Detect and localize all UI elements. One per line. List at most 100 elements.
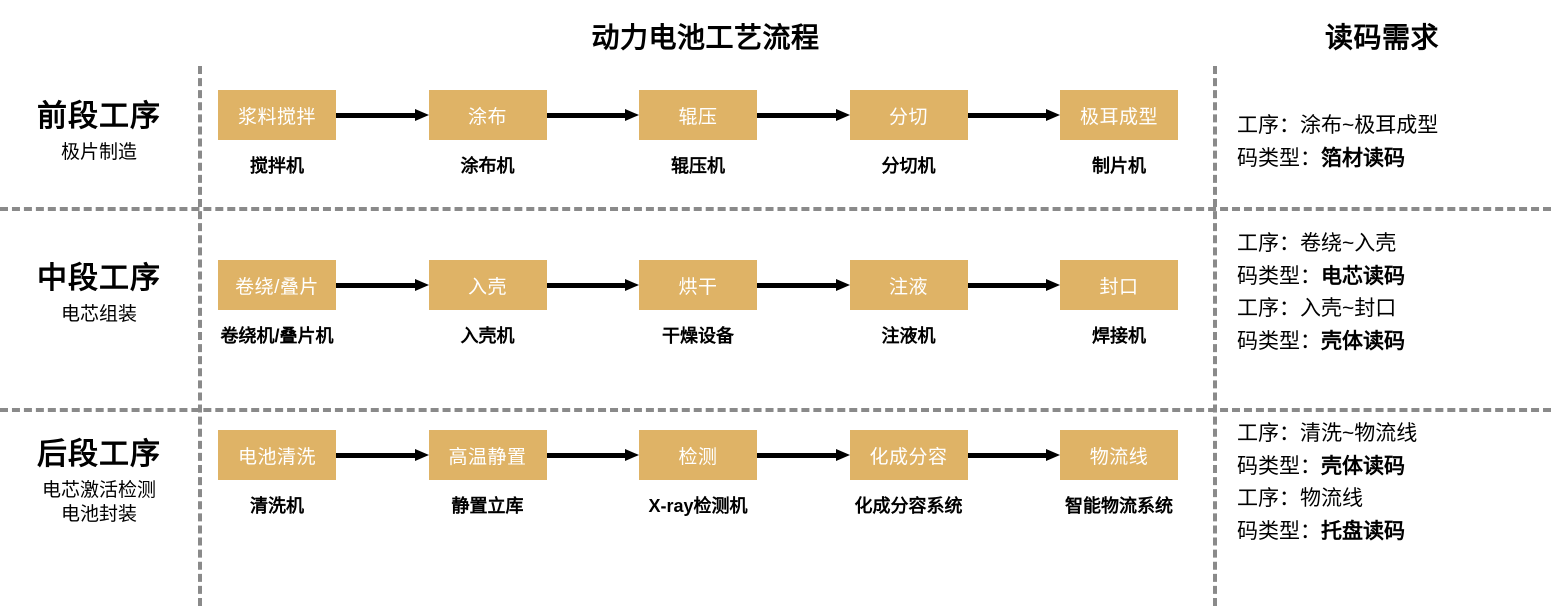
stage-subtitle: 极片制造 [60, 141, 137, 163]
process-node-machine: 静置立库 [451, 496, 524, 516]
process-node[interactable]: 化成分容 化成分容系统 [849, 430, 968, 518]
requirement-code-line: 码类型：壳体读码 [1237, 326, 1547, 359]
requirement-process-value: 入壳~封口 [1300, 297, 1397, 321]
vertical-divider-right [1213, 66, 1217, 606]
requirement-code-label: 码类型： [1237, 329, 1321, 353]
process-node-machine: 干燥设备 [662, 326, 734, 346]
stage-title: 中段工序 [37, 262, 161, 295]
flow-arrow [967, 279, 1060, 291]
process-node-label: 检测 [639, 430, 757, 480]
process-node-machine: 入壳机 [460, 326, 515, 346]
vertical-divider-left [198, 66, 202, 606]
process-node-label: 烘干 [639, 260, 757, 310]
requirement-code-line: 码类型：箔材读码 [1237, 143, 1547, 176]
process-node-machine: 涂布机 [460, 156, 515, 176]
requirement-process-label: 工序： [1237, 297, 1300, 321]
process-node-label: 注液 [849, 260, 968, 310]
process-node[interactable]: 检测 X-ray检测机 [639, 430, 757, 518]
requirement-process-value: 卷绕~入壳 [1300, 232, 1397, 255]
flow-arrow [546, 449, 639, 461]
process-node-label: 入壳 [428, 260, 547, 310]
requirement-code-value: 电芯读码 [1321, 264, 1405, 288]
requirement-process-line: 工序：涂布~极耳成型 [1237, 110, 1547, 143]
flow-arrow [336, 279, 429, 291]
process-node-machine: 焊接机 [1092, 326, 1146, 346]
process-node-label: 化成分容 [849, 430, 968, 480]
process-node[interactable]: 封口 焊接机 [1060, 260, 1178, 348]
requirement-code-label: 码类型： [1237, 146, 1321, 170]
flow-arrow [546, 109, 639, 121]
requirement-process-label: 工序： [1237, 232, 1300, 255]
requirement-code-line: 码类型：托盘读码 [1237, 516, 1547, 549]
process-node-label: 卷绕/叠片 [218, 260, 336, 310]
stage-label-back: 后段工序 电芯激活检测 电池封装 [0, 438, 198, 527]
process-node-machine: 卷绕机/叠片机 [220, 326, 334, 346]
process-node-label: 分切 [849, 90, 968, 140]
process-node[interactable]: 烘干 干燥设备 [639, 260, 757, 348]
requirement-block-middle: 工序：卷绕~入壳 码类型：电芯读码 工序：入壳~封口 码类型：壳体读码 [1237, 228, 1547, 358]
process-node[interactable]: 涂布 涂布机 [428, 90, 547, 178]
requirement-code-label: 码类型： [1237, 519, 1321, 543]
flow-arrow [336, 449, 429, 461]
flow-arrow [757, 109, 850, 121]
process-node-machine: 搅拌机 [250, 156, 304, 176]
process-node[interactable]: 卷绕/叠片 卷绕机/叠片机 [218, 260, 336, 348]
requirement-process-value: 物流线 [1300, 487, 1363, 511]
process-node-label: 辊压 [639, 90, 757, 140]
process-node[interactable]: 高温静置 静置立库 [428, 430, 547, 518]
stage-separator-1 [0, 207, 1551, 211]
stage-subtitle-line-2: 电池封装 [60, 503, 137, 525]
process-node-label: 极耳成型 [1060, 90, 1178, 140]
process-node[interactable]: 浆料搅拌 搅拌机 [218, 90, 336, 178]
stage-subtitle: 电芯组装 [60, 303, 137, 325]
requirement-process-value: 清洗~物流线 [1300, 422, 1418, 445]
requirement-code-value: 箔材读码 [1321, 146, 1405, 170]
process-node[interactable]: 注液 注液机 [849, 260, 968, 348]
flow-arrow [757, 279, 850, 291]
stage-separator-2 [0, 408, 1551, 412]
requirement-code-value: 壳体读码 [1321, 329, 1405, 353]
requirement-code-label: 码类型： [1237, 264, 1321, 288]
process-node-label: 封口 [1060, 260, 1178, 310]
process-node[interactable]: 极耳成型 制片机 [1060, 90, 1178, 178]
flow-arrow [336, 109, 429, 121]
requirement-process-line: 工序：入壳~封口 [1237, 293, 1547, 326]
flow-arrow [757, 449, 850, 461]
process-node-label: 浆料搅拌 [218, 90, 336, 140]
process-node-machine: 智能物流系统 [1065, 496, 1173, 516]
flow-arrow [967, 109, 1060, 121]
requirement-process-line: 工序：清洗~物流线 [1237, 418, 1547, 451]
process-flow-row-back: 电池清洗 清洗机 高温静置 静置立库 检测 X-ray检测机 化成分容 化成分容… [198, 430, 1213, 550]
process-node-label: 高温静置 [428, 430, 547, 480]
process-node-machine: 化成分容系统 [854, 496, 963, 516]
stage-subtitle-line-1: 电芯激活检测 [41, 479, 156, 501]
stage-label-front: 前段工序 极片制造 [0, 100, 198, 165]
process-flow-row-front: 浆料搅拌 搅拌机 涂布 涂布机 辊压 辊压机 分切 分切机 极耳成型 制片机 [198, 90, 1213, 210]
stage-label-middle: 中段工序 电芯组装 [0, 262, 198, 327]
page-title-process-flow: 动力电池工艺流程 [591, 22, 820, 53]
requirement-process-line: 工序：卷绕~入壳 [1237, 228, 1547, 261]
requirement-block-front: 工序：涂布~极耳成型 码类型：箔材读码 [1237, 110, 1547, 175]
requirement-code-label: 码类型： [1237, 454, 1321, 478]
requirement-code-value: 托盘读码 [1321, 519, 1405, 543]
page-title-code-requirement: 读码需求 [1324, 22, 1439, 53]
requirement-code-value: 壳体读码 [1321, 454, 1405, 478]
stage-title: 后段工序 [37, 438, 161, 471]
process-node[interactable]: 物流线 智能物流系统 [1060, 430, 1178, 518]
flow-arrow [967, 449, 1060, 461]
process-node-label: 涂布 [428, 90, 547, 140]
process-node[interactable]: 入壳 入壳机 [428, 260, 547, 348]
requirement-code-line: 码类型：壳体读码 [1237, 451, 1547, 484]
process-node-machine: 注液机 [881, 326, 936, 346]
requirement-process-label: 工序： [1237, 487, 1300, 511]
process-node[interactable]: 分切 分切机 [849, 90, 968, 178]
process-node-machine: 分切机 [881, 156, 936, 176]
process-node[interactable]: 电池清洗 清洗机 [218, 430, 336, 518]
process-node[interactable]: 辊压 辊压机 [639, 90, 757, 178]
process-flow-row-middle: 卷绕/叠片 卷绕机/叠片机 入壳 入壳机 烘干 干燥设备 注液 注液机 封口 焊… [198, 260, 1213, 380]
process-node-label: 物流线 [1060, 430, 1178, 480]
process-node-label: 电池清洗 [218, 430, 336, 480]
process-node-machine: 辊压机 [671, 156, 725, 176]
requirement-process-label: 工序： [1237, 422, 1300, 445]
process-node-machine: 制片机 [1092, 156, 1146, 176]
